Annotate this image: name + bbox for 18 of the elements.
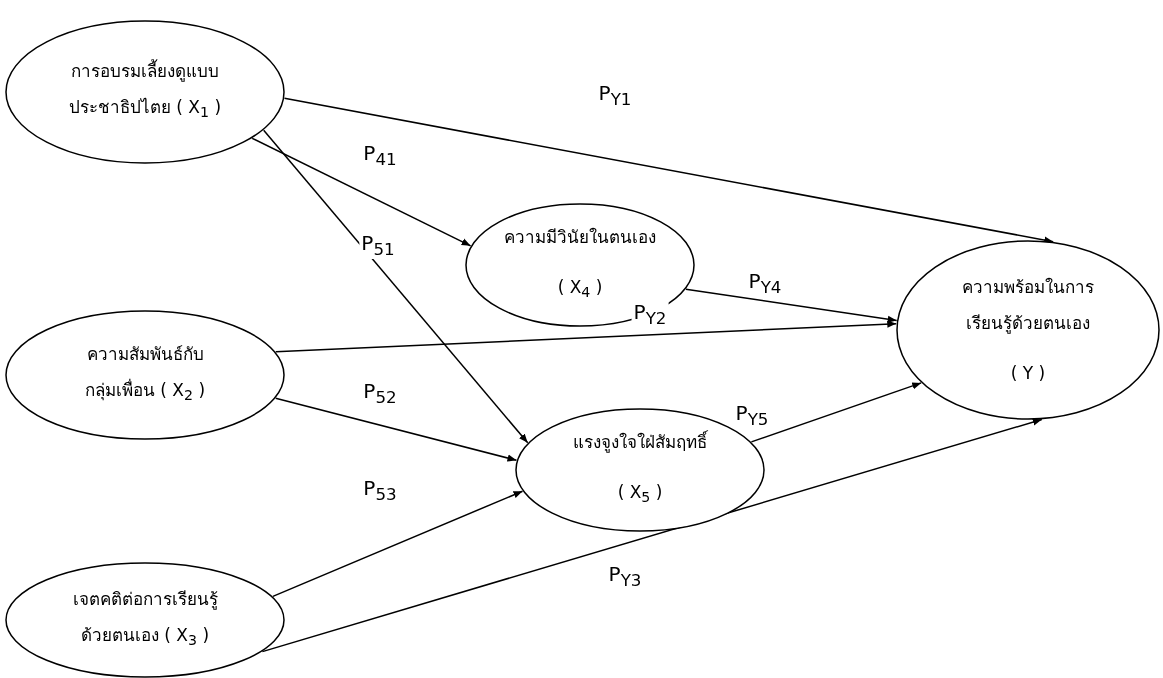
arrow [685, 288, 898, 323]
arrow [750, 382, 922, 443]
node-label: ความมีวินัยในตนเอง [504, 226, 656, 250]
arrow [251, 137, 472, 247]
node-label: ( X$_{4}$ ) [557, 276, 603, 303]
arrow [262, 129, 529, 444]
node-label: เจตคติต่อการเรียนรู้ด้วยตนเอง ( X$_{3}$ ) [71, 588, 219, 651]
node-label: แรงจูงใจใฝ่สัมฤทธิ์ [573, 429, 707, 455]
arrow [274, 320, 898, 353]
arrow [261, 418, 1043, 653]
arrow [274, 397, 518, 462]
arrow [272, 490, 524, 598]
node-label: ( Y ) [1010, 362, 1046, 385]
node-label: ( X$_{5}$ ) [617, 481, 663, 508]
node-label: การอบรมเลี้ยงดูแบบประชาธิปไตย ( X$_{1}$ ) [67, 58, 223, 123]
arrow [283, 97, 1054, 244]
node-label: ความสัมพันธ์กับกลุ่มเพื่อน ( X$_{2}$ ) [83, 343, 207, 406]
node-label: ความพร้อมในการเรียนรู้ด้วยตนเอง [961, 276, 1095, 336]
